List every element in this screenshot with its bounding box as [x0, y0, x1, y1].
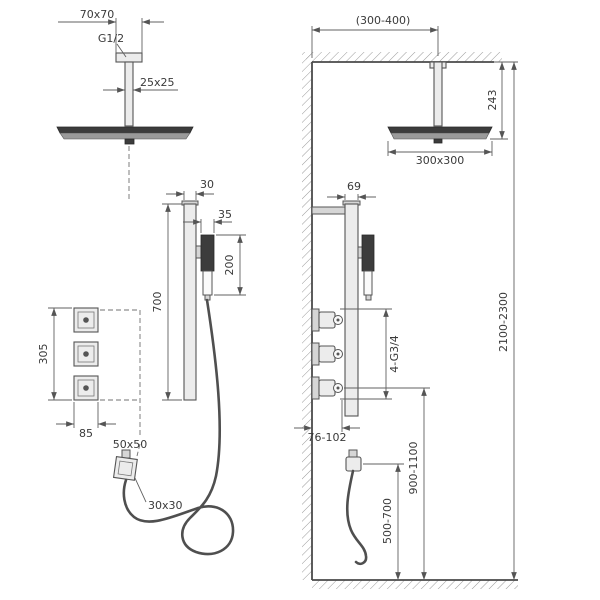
side-connections-label: 4-G3/4	[388, 335, 401, 373]
front-rail-height-label: 700	[151, 292, 164, 313]
ceiling-hatch	[306, 52, 502, 62]
front-outlet-size-label: 30x30	[148, 499, 183, 512]
side-valve	[311, 376, 343, 400]
dim-valve-group-height: 305	[37, 307, 72, 401]
front-view: 70x70 G1/2 25x25 30	[37, 8, 246, 556]
dim-rail-height: 700	[151, 203, 182, 401]
hand-shower	[195, 234, 215, 301]
front-valve-height-label: 305	[37, 344, 50, 365]
dim-connections: 4-G3/4	[340, 308, 401, 400]
side-shower-arm	[433, 61, 443, 127]
rain-head	[56, 126, 194, 145]
dim-rail-width: 30	[166, 178, 214, 200]
dim-arm-size: 25x25	[103, 76, 178, 93]
front-trim-size-label: 50x50	[113, 438, 148, 451]
side-view: (300-400) 243 300x300 69	[294, 14, 518, 589]
side-shower-hose	[345, 469, 368, 566]
side-head-size-label: 300x300	[416, 154, 465, 167]
side-mixer-height-label: 900-1100	[407, 442, 420, 495]
front-valve-width-label: 85	[79, 427, 93, 440]
side-outlet-height-label: 500-700	[381, 498, 394, 544]
dim-arm-wall-distance: (300-400)	[311, 14, 439, 58]
dim-handshower-width: 35	[183, 208, 232, 233]
valve-trim	[73, 341, 99, 367]
side-column-depth-label: 69	[347, 180, 361, 193]
side-valve-depth-label: 76-102	[308, 431, 347, 444]
dim-handshower-length: 200	[214, 234, 246, 296]
side-arm-distance-label: (300-400)	[356, 14, 411, 27]
front-head-size-label: 70x70	[80, 8, 115, 21]
front-rail-width-label: 30	[200, 178, 214, 191]
valve-trim	[73, 375, 99, 401]
wall-bracket	[311, 206, 346, 215]
side-rain-head	[387, 126, 493, 144]
outlet-elbow	[112, 449, 138, 481]
side-valve	[311, 342, 343, 366]
side-hand-shower	[357, 234, 375, 301]
dim-arm-drop: 243	[486, 62, 508, 140]
dim-outlet-size: 30x30	[134, 477, 183, 512]
side-shower-rail	[344, 203, 359, 417]
dim-outlet-height: 500-700	[363, 463, 404, 580]
shower-arm	[124, 61, 134, 127]
wall-hatch	[302, 52, 312, 580]
dim-head-flange: 70x70	[58, 8, 164, 53]
front-arm-size-label: 25x25	[140, 76, 175, 89]
side-outlet-elbow	[345, 449, 362, 472]
shower-hose	[122, 298, 235, 556]
dim-valve-group-width: 85	[56, 402, 116, 440]
valve-trim	[73, 307, 99, 333]
side-install-height-label: 2100-2300	[497, 292, 510, 352]
side-arm-drop-label: 243	[486, 90, 499, 111]
dim-thread: G1/2	[98, 32, 127, 58]
side-valve	[311, 308, 343, 332]
front-thread-label: G1/2	[98, 32, 124, 45]
dim-install-height: 2100-2300	[497, 62, 517, 580]
dim-mixer-height: 900-1100	[344, 387, 430, 580]
ceiling-flange	[115, 52, 143, 63]
side-valves	[311, 308, 343, 400]
trim-alignment: 50x50	[100, 309, 148, 457]
dim-column-depth: 69	[327, 180, 376, 200]
front-handshower-width-label: 35	[218, 208, 232, 221]
dim-head-size: 300x300	[387, 141, 493, 167]
valve-controls	[73, 307, 99, 401]
dim-valve-depth: 76-102	[294, 400, 360, 444]
floor-hatch	[312, 580, 518, 589]
shower-rail	[183, 203, 197, 401]
front-handshower-length-label: 200	[223, 255, 236, 276]
